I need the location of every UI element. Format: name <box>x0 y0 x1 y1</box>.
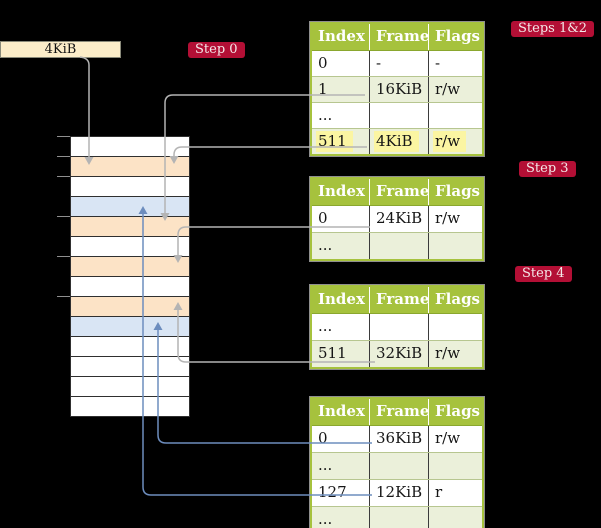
table-cell: ... <box>312 507 370 528</box>
column-header: Frame <box>370 399 429 425</box>
table-row: ... <box>312 452 482 479</box>
table-row: 511 4KiB r/w <box>312 128 482 154</box>
memory-frame-row-accent <box>71 297 189 317</box>
column-header: Index <box>312 399 370 425</box>
table-cell: 0 <box>312 206 370 232</box>
table-cell: r/w <box>435 80 461 98</box>
table-cell <box>370 233 429 259</box>
column-header: Index <box>312 287 370 313</box>
column-header: Flags <box>435 402 480 420</box>
badge-step-0: Step 0 <box>188 42 245 58</box>
column-header: Index <box>312 179 370 205</box>
memory-frame-row-plain <box>71 357 189 377</box>
table-row: 0-- <box>312 51 482 76</box>
memory-frame-row-plain <box>71 377 189 397</box>
highlighted-value: 511 <box>316 131 353 152</box>
table-cell: 511 <box>312 341 370 367</box>
table-cell <box>370 314 429 340</box>
badge-step-3: Step 3 <box>519 161 576 177</box>
table-cell: r <box>435 483 443 501</box>
table-cell: r/w <box>429 129 482 154</box>
address-tick <box>57 296 70 297</box>
memory-frame-row-page <box>71 197 189 217</box>
physical-memory-column <box>70 136 190 417</box>
badge-step-4: Step 4 <box>515 266 572 282</box>
column-header: Index <box>312 24 370 50</box>
table-cell: - <box>370 51 429 76</box>
table-cell: 511 <box>312 129 370 154</box>
memory-frame-row-plain <box>71 177 189 197</box>
table-row: ... <box>312 314 482 340</box>
memory-frame-row-plain <box>71 237 189 257</box>
table-cell: 4KiB <box>370 129 429 154</box>
table-cell: 0 <box>312 426 370 452</box>
table-cell: 32KiB <box>370 341 429 367</box>
table-row: ... <box>312 232 482 259</box>
address-tick <box>57 216 70 217</box>
memory-frame-row-accent <box>71 157 189 177</box>
table-cell <box>429 233 482 259</box>
memory-address-label: 4KiB <box>0 41 121 58</box>
memory-frame-row-plain <box>71 397 189 416</box>
address-tick <box>57 176 70 177</box>
table-cell <box>429 507 482 528</box>
column-header: Frame <box>370 24 429 50</box>
table-cell: - <box>435 54 441 72</box>
highlighted-value: r/w <box>433 131 467 152</box>
memory-frame-row-accent <box>71 257 189 277</box>
address-tick <box>57 156 70 157</box>
column-header: Frame <box>370 179 429 205</box>
memory-frame-row-accent <box>71 217 189 237</box>
memory-frame-row-plain <box>71 337 189 357</box>
memory-frame-row-page <box>71 317 189 337</box>
table-cell: ... <box>312 453 370 479</box>
table-cell: r/w <box>435 209 461 227</box>
table-cell: 12KiB <box>370 480 429 506</box>
table-cell: 36KiB <box>370 426 429 452</box>
table-cell: ... <box>312 314 370 340</box>
table-cell: 24KiB <box>370 206 429 232</box>
table-cell: 0 <box>312 51 370 76</box>
table-cell: ... <box>312 103 370 128</box>
table-cell <box>370 453 429 479</box>
badge-steps-1-2: Steps 1&2 <box>511 21 595 37</box>
table-cell: 1 <box>312 77 370 102</box>
highlighted-value: 4KiB <box>374 131 419 152</box>
memory-frame-row-plain <box>71 277 189 297</box>
table-row: ... <box>312 506 482 528</box>
table-cell <box>429 453 482 479</box>
table-cell <box>429 314 482 340</box>
table-cell: ... <box>312 233 370 259</box>
address-tick <box>57 136 70 137</box>
column-header: Flags <box>435 27 480 45</box>
table-cell: 16KiB <box>370 77 429 102</box>
table-row: ... <box>312 102 482 128</box>
memory-address-label-text: 4KiB <box>44 42 77 57</box>
column-header: Flags <box>435 290 480 308</box>
table-cell <box>370 103 429 128</box>
table-cell: 127 <box>312 480 370 506</box>
table-cell: r/w <box>435 344 461 362</box>
column-header: Frame <box>370 287 429 313</box>
column-header: Flags <box>435 182 480 200</box>
memory-frame-row-plain <box>71 137 189 157</box>
table-cell <box>370 507 429 528</box>
table-cell: r/w <box>435 429 461 447</box>
address-tick <box>57 256 70 257</box>
table-cell <box>429 103 482 128</box>
